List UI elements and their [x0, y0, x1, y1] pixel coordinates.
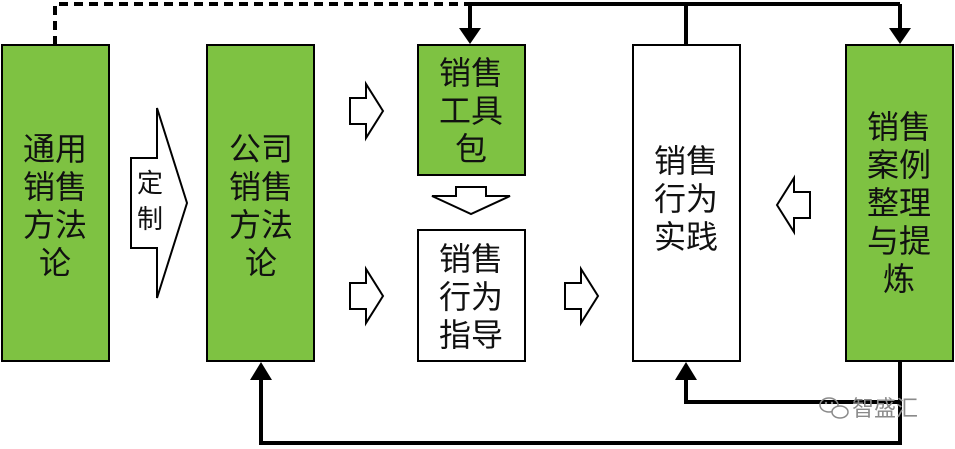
box-case-summary-line-5: 炼 — [883, 260, 915, 298]
connector-case-to-practice — [684, 362, 902, 404]
box-sales-toolkit-line-2: 工具 — [439, 92, 503, 130]
customize-arrow-label-1: 定 — [137, 169, 163, 199]
box-sales-practice-line-3: 实践 — [654, 218, 718, 256]
box-company-method-line-3: 方法 — [229, 206, 293, 244]
box-company-method: 公司 销售 方法 论 — [206, 44, 315, 362]
hollow-arrow-guidance-to-practice — [564, 265, 600, 327]
box-company-method-line-2: 销售 — [229, 168, 293, 206]
customize-arrow: 定 制 — [130, 107, 189, 299]
arrowhead-to-case-box — [889, 28, 911, 44]
box-case-summary: 销售 案例 整理 与提 炼 — [845, 44, 954, 362]
box-sales-guidance-line-1: 销售 — [439, 240, 503, 278]
box-sales-guidance-line-2: 行为 — [439, 278, 503, 316]
box-sales-guidance-line-3: 指导 — [439, 316, 503, 354]
wechat-logo-icon — [819, 397, 849, 419]
box-sales-guidance: 销售 行为 指导 — [417, 229, 526, 362]
box-sales-practice-line-1: 销售 — [654, 142, 718, 180]
box-sales-practice: 销售 行为 实践 — [632, 44, 741, 362]
arrowhead-to-company-bottom — [250, 362, 272, 380]
box-sales-toolkit-line-1: 销售 — [439, 54, 503, 92]
box-general-method-line-4: 论 — [39, 244, 71, 282]
box-company-method-line-4: 论 — [245, 244, 277, 282]
box-general-method-line-2: 销售 — [23, 168, 87, 206]
box-company-method-line-1: 公司 — [229, 130, 293, 168]
watermark-text: 智盛汇 — [852, 397, 918, 422]
customize-arrow-label-2: 制 — [137, 205, 163, 235]
connector-case-to-company — [259, 378, 902, 445]
box-case-summary-line-3: 整理 — [867, 184, 931, 222]
box-general-method: 通用 销售 方法 论 — [1, 44, 110, 362]
hollow-arrow-toolkit-to-guidance — [431, 186, 511, 216]
arrowhead-to-toolkit — [459, 28, 481, 44]
box-case-summary-line-4: 与提 — [867, 222, 931, 260]
box-case-summary-line-2: 案例 — [867, 146, 931, 184]
box-sales-toolkit: 销售 工具 包 — [417, 44, 526, 176]
box-sales-toolkit-line-3: 包 — [455, 130, 487, 168]
box-sales-practice-line-2: 行为 — [654, 180, 718, 218]
watermark: 智盛汇 — [819, 397, 918, 422]
box-case-summary-line-1: 销售 — [867, 108, 931, 146]
hollow-arrow-company-to-toolkit — [349, 80, 385, 142]
box-general-method-line-3: 方法 — [23, 206, 87, 244]
dashed-connector-general-to-toolkit — [53, 2, 470, 45]
hollow-arrow-company-to-guidance — [349, 265, 385, 327]
box-general-method-line-1: 通用 — [23, 130, 87, 168]
arrowhead-to-practice-bottom — [675, 362, 697, 380]
hollow-arrow-case-to-practice — [775, 174, 811, 236]
